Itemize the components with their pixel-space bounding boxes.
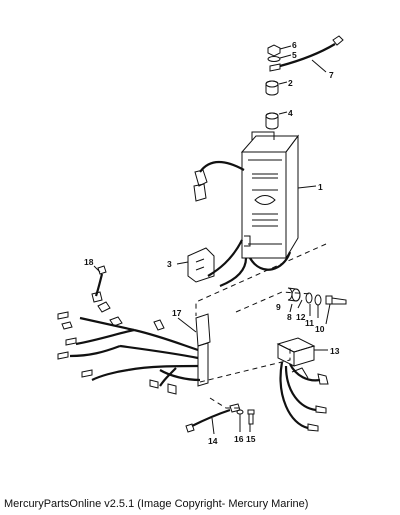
part-15-screw	[247, 409, 255, 432]
callout-1: 1	[318, 182, 323, 192]
part-7-lead-wire	[269, 35, 344, 73]
image-caption: MercuryPartsOnline v2.5.1 (Image Copyrig…	[4, 498, 309, 510]
cdi-harness	[193, 160, 292, 288]
part-10-screw	[325, 295, 347, 305]
part-9-grommet	[287, 287, 301, 302]
callout-17: 17	[172, 308, 182, 318]
callout-10: 10	[315, 324, 325, 334]
callout-14: 14	[208, 436, 218, 446]
callout-9: 9	[276, 302, 281, 312]
callout-3: 3	[167, 259, 172, 269]
part-18-jumper-lead	[91, 265, 107, 303]
assembly-line-lower	[199, 346, 291, 383]
callout-7: 7	[329, 70, 334, 80]
part-11-washer	[314, 294, 322, 306]
assembly-line-bottom	[209, 397, 240, 409]
callout-13: 13	[330, 346, 340, 356]
part-13-rectifier	[276, 337, 329, 432]
assembly-line-upper	[195, 243, 327, 316]
part-3-bracket	[176, 247, 215, 283]
callout-15: 15	[246, 434, 256, 444]
part-17-wire-harness	[57, 301, 211, 395]
parts-exploded-diagram: 6 5 7 2 4 1 3 18 17 9 8 12 11 10 13 14 1…	[57, 35, 347, 446]
part-14-ground-lead	[185, 403, 241, 435]
callout-8: 8	[287, 312, 292, 322]
callout-5: 5	[292, 50, 297, 60]
callout-4: 4	[288, 108, 293, 118]
part-2-spacer	[265, 80, 288, 96]
part-16-washer	[236, 409, 244, 432]
callout-11: 11	[305, 318, 314, 328]
callout-2: 2	[288, 78, 293, 88]
part-5-washer	[267, 54, 292, 62]
callout-6: 6	[292, 40, 297, 50]
part-4-grommet	[265, 111, 288, 130]
part-6-nut	[267, 44, 292, 57]
callout-18: 18	[84, 257, 94, 267]
callout-12: 12	[296, 312, 306, 322]
part-1-cdi-unit	[240, 131, 317, 260]
part-12-washer	[305, 292, 313, 304]
callout-16: 16	[234, 434, 244, 444]
